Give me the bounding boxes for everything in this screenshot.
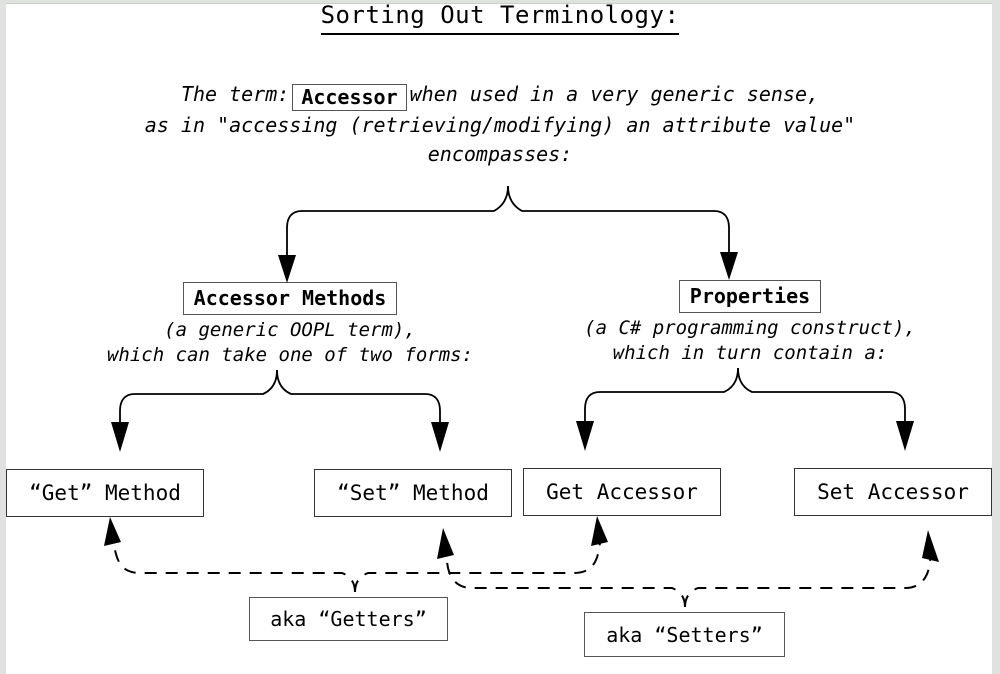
boxed-term-accessor: Accessor [292,84,407,111]
branch-properties: Properties (a C# programming construct),… [545,280,955,366]
branch-heading-accessor-methods: Accessor Methods [182,282,398,315]
branch-caption-accessor-methods-line2: which can take one of two forms: [106,344,474,366]
branch-caption-properties-line1: (a C# programming construct), [584,317,916,339]
branch-heading-box-accessor-methods: Accessor Methods [95,282,485,315]
page-title: Sorting Out Terminology: [0,1,1000,35]
intro-line-3: encompasses: [427,142,573,166]
aka-box-getters[interactable]: aka “Getters” [249,597,448,641]
branch-heading-box-properties: Properties [545,280,955,313]
page-edge-left [0,0,6,673]
leaf-box-set-accessor[interactable]: Set Accessor [794,468,992,516]
intro-line-1-suffix: when used in a very generic sense, [409,82,820,106]
leaf-box-get-method[interactable]: “Get” Method [6,469,204,517]
page-title-text: Sorting Out Terminology: [320,1,680,35]
leaf-box-set-method[interactable]: “Set” Method [314,469,512,517]
branch-heading-properties: Properties [678,280,822,313]
branch-caption-accessor-methods-line1: (a generic OOPL term), [164,319,416,341]
branch-caption-properties-line2: which in turn contain a: [612,342,888,364]
aka-box-setters[interactable]: aka “Setters” [584,612,785,657]
leaf-box-get-accessor[interactable]: Get Accessor [523,468,721,516]
page-edge-right [992,0,1000,673]
branch-accessor-methods: Accessor Methods (a generic OOPL term), … [95,282,485,368]
intro-line-2: as in "accessing (retrieving/modifying) … [144,113,856,137]
intro-line-1-prefix: The term: [180,82,290,106]
